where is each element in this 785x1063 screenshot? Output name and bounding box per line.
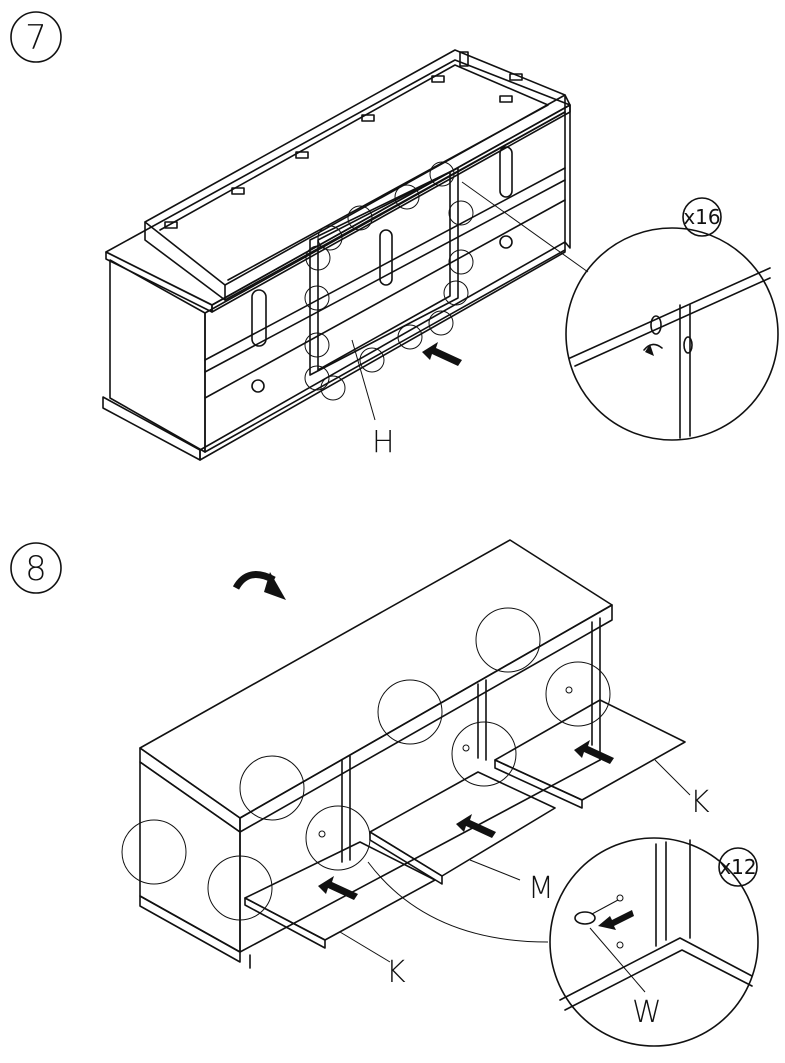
- step-7-part-label: H: [372, 425, 395, 460]
- cabinet-back-view: [102, 49, 589, 461]
- step-7-number: 7: [25, 18, 47, 58]
- push-arrow-icon: [574, 740, 614, 764]
- step-7-count-badge: x16: [682, 197, 722, 237]
- step-8-detail-zoom: x12: [549, 837, 759, 1047]
- push-arrow-icon: [318, 876, 358, 900]
- step-7-detail-zoom: x16: [565, 197, 779, 441]
- push-arrow-icon: [598, 910, 634, 930]
- step-8-badge: 8: [10, 542, 62, 594]
- step-7-badge: 7: [10, 11, 62, 63]
- step-8-part-label-m: M: [528, 871, 554, 906]
- cabinet-front-view: [121, 539, 691, 969]
- step-8: 8: [10, 539, 759, 1047]
- step-8-number: 8: [25, 549, 47, 589]
- step-7-detail-count: x16: [683, 205, 720, 229]
- step-8-detail-label: W: [632, 995, 662, 1030]
- step-8-part-label-k-right: K: [690, 785, 710, 820]
- step-8-count-badge: x12: [718, 847, 758, 887]
- step-7: 7: [10, 11, 779, 461]
- rotate-arrow-icon: [232, 571, 286, 600]
- step-8-part-label-k-left: K: [386, 955, 406, 990]
- push-arrow-icon: [422, 342, 462, 366]
- step-8-detail-count: x12: [719, 855, 756, 879]
- push-arrow-icon: [456, 814, 496, 838]
